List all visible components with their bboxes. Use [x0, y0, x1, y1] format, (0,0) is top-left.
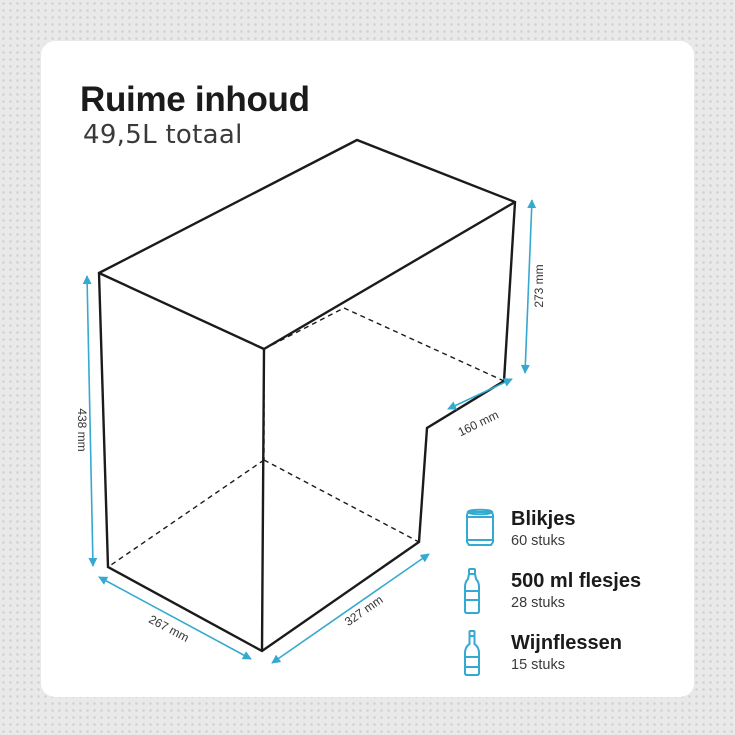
can-icon [466, 508, 494, 546]
hidden-edge [107, 459, 265, 568]
height-total-label: 438 mm [75, 408, 89, 451]
cooler-outline [97, 138, 517, 653]
hidden-edge [263, 307, 345, 350]
hidden-edge [263, 459, 420, 543]
hidden-edge [343, 307, 505, 382]
depth-arrow [271, 553, 430, 664]
plastic-bottle-icon [464, 568, 480, 614]
capacity-item-wine-bottles: Wijnflessen 15 stuks [460, 629, 700, 679]
width-arrow [98, 576, 252, 660]
height-total-arrow [82, 275, 98, 567]
capacity-label: Wijnflessen [511, 632, 622, 654]
capacity-item-small-bottles: 500 ml flesjes 28 stuks [460, 567, 700, 617]
capacity-count: 60 stuks [511, 533, 565, 549]
dimension-arrows [82, 199, 537, 664]
capacity-label: Blikjes [511, 508, 576, 530]
capacity-label: 500 ml flesjes [511, 570, 642, 592]
front-vertical-edge [260, 348, 266, 652]
width-label: 267 mm [146, 612, 191, 645]
page-title: Ruime inhoud [80, 80, 310, 119]
capacity-item-cans: Blikjes 60 stuks [460, 505, 700, 555]
top-right-edge [263, 200, 516, 351]
capacity-count: 28 stuks [511, 595, 565, 611]
depth-step-label: 160 mm [456, 408, 501, 440]
height-upper-arrow [520, 199, 537, 374]
page-subtitle: 49,5L totaal [83, 120, 243, 150]
wine-bottle-icon [464, 630, 480, 676]
hidden-edges [107, 307, 505, 568]
depth-step-arrow [447, 378, 513, 410]
capacity-count: 15 stuks [511, 657, 565, 673]
front-top-edge [98, 271, 265, 351]
outline-silhouette [97, 138, 517, 653]
height-upper-label: 273 mm [532, 264, 546, 307]
